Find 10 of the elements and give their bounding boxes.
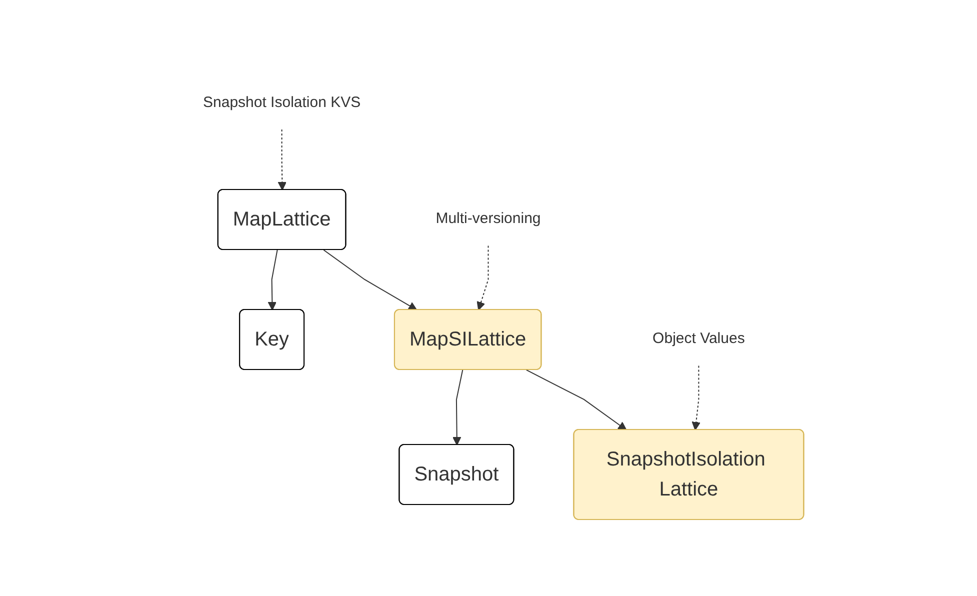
arrow <box>268 249 278 310</box>
node-text: Snapshot Isolation KVS <box>203 94 361 111</box>
arrow <box>323 249 418 310</box>
arrow <box>452 369 464 446</box>
arrow <box>476 245 489 310</box>
node-text: Object Values <box>652 330 745 347</box>
arrow <box>692 365 701 430</box>
arrow <box>278 128 287 190</box>
node-text: Multi-versioning <box>436 210 541 227</box>
arrow <box>526 369 627 430</box>
